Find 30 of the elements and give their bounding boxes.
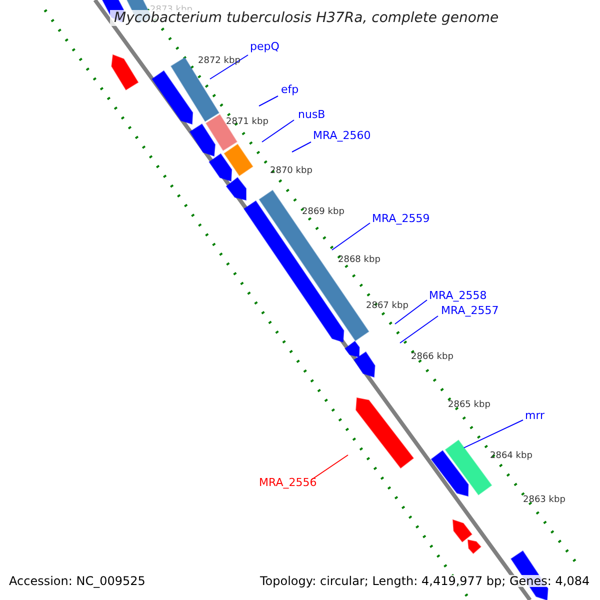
tick-label: 2872 kbp xyxy=(198,57,240,66)
leader-line xyxy=(400,316,438,344)
gene-label: MRA_2558 xyxy=(429,290,487,301)
tick-label: 2870 kbp xyxy=(270,167,312,176)
gene-label: MRA_2557 xyxy=(441,305,499,316)
gene-bar xyxy=(444,440,492,496)
tick-label: 2871 kbp xyxy=(226,118,268,127)
tick-label: 2868 kbp xyxy=(338,256,380,265)
tick-label: 2866 kbp xyxy=(411,353,454,362)
tick-label: 2863 kbp xyxy=(523,496,566,505)
tick-label: 2865 kbp xyxy=(448,401,490,410)
gene-label: pepQ xyxy=(250,41,280,52)
tick-label: 2869 kbp xyxy=(302,208,344,217)
gene-label: MRA_2560 xyxy=(313,130,371,141)
tick-label: 2867 kbp xyxy=(366,302,408,311)
leader-line xyxy=(258,96,278,106)
gene-label: MRA_2556 xyxy=(259,477,317,488)
tick-label: 2864 kbp xyxy=(490,452,532,461)
leader-line xyxy=(210,54,248,80)
leader-line xyxy=(394,300,428,324)
leader-line xyxy=(463,420,524,448)
gene-label: mrr xyxy=(525,410,545,421)
leader-line xyxy=(332,222,370,250)
leader-line xyxy=(292,142,312,152)
gene-label: nusB xyxy=(298,109,326,120)
leader-line xyxy=(262,120,294,142)
gene-label: efp xyxy=(281,84,299,95)
accession-text: Accession: NC_009525 xyxy=(9,575,146,587)
genome-info-text: Topology: circular; Length: 4,419,977 bp; Genes: 4,084 xyxy=(260,575,590,587)
gene-label: MRA_2559 xyxy=(372,213,430,224)
